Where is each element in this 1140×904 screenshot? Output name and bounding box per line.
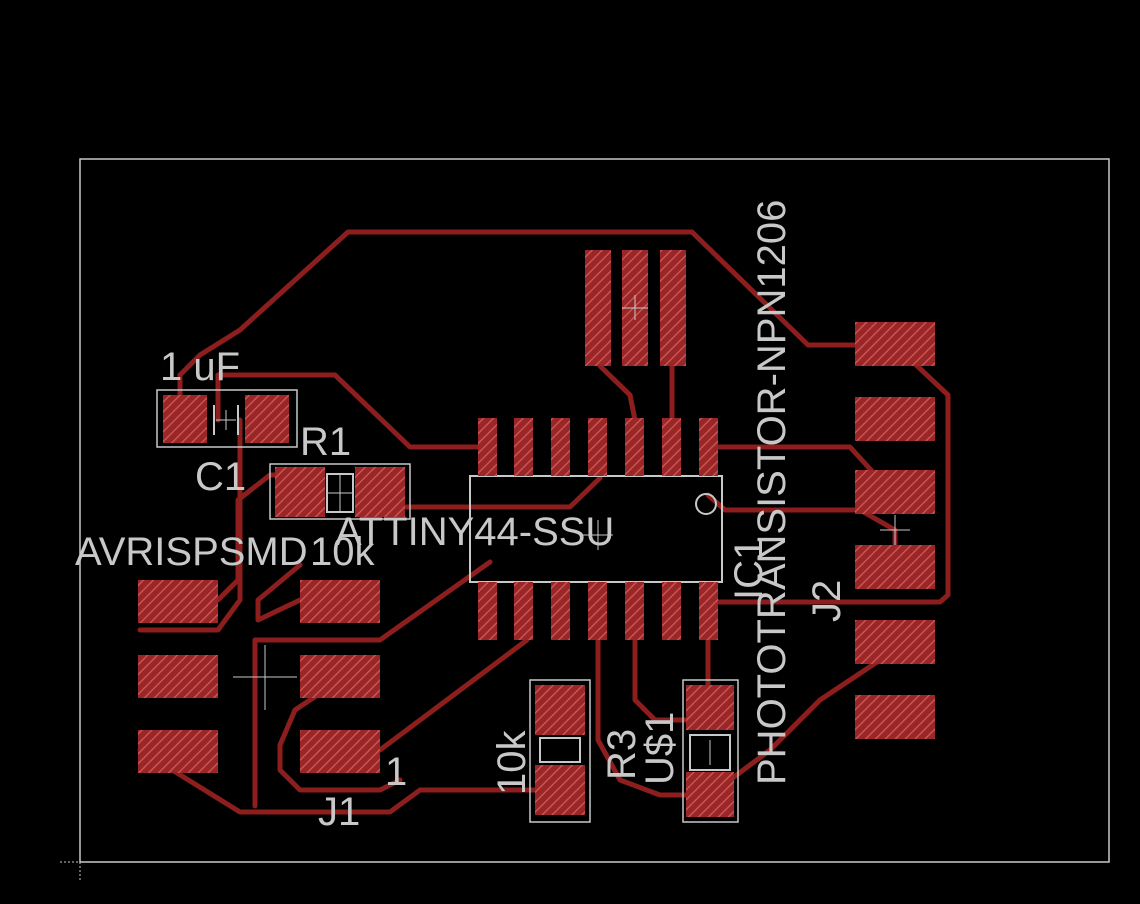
ic1-top-pads [478,418,718,476]
ic1-value-label: ATTINY44-SSU [335,510,614,554]
pad [686,772,734,817]
j1-value-label: AVRISPSMD [75,530,308,574]
pad [686,685,734,730]
pad [138,580,218,623]
r1-name-label: R1 [300,420,351,464]
trace [705,342,951,605]
pad [535,765,585,815]
r3-value-label: 10k [490,730,534,795]
r1-value-label: 10k [310,530,375,574]
j1-avrisp [138,580,380,773]
trace [252,559,493,809]
r1-resistor [269,463,411,520]
r3-name-label: R3 [600,729,644,780]
pad [275,467,325,517]
u1-value-label: PHOTOTRANSISTOR-NPN1206 [750,200,794,785]
pad [300,655,380,698]
j2-header [855,322,935,739]
pad [355,467,405,517]
r3-resistor [529,679,591,823]
pad [535,685,585,735]
ic1-attiny [469,418,723,640]
pad [300,580,380,623]
trace [277,677,403,793]
trace [707,647,898,798]
j1-name-label: J1 [318,790,360,834]
origin-marker [60,842,100,882]
pad [300,730,380,773]
board-outline [79,158,1110,863]
trace [177,229,898,423]
u1-name-label: U$1 [638,712,682,785]
j1-pin1-label: 1 [385,750,407,794]
pad [245,395,289,443]
trace [137,747,538,815]
pad [138,655,218,698]
u1-phototransistor [682,679,739,823]
pad [163,395,207,443]
c1-capacitor [156,389,298,448]
c1-name-label: C1 [195,455,246,499]
ic1-name-label: IC1 [727,538,771,600]
pad [138,730,218,773]
ic1-bottom-pads [478,582,718,640]
j2-name-label: J2 [805,580,849,622]
c1-value-label: 1 uF [160,345,240,389]
header-top-pads [585,250,686,366]
trace [595,597,713,798]
